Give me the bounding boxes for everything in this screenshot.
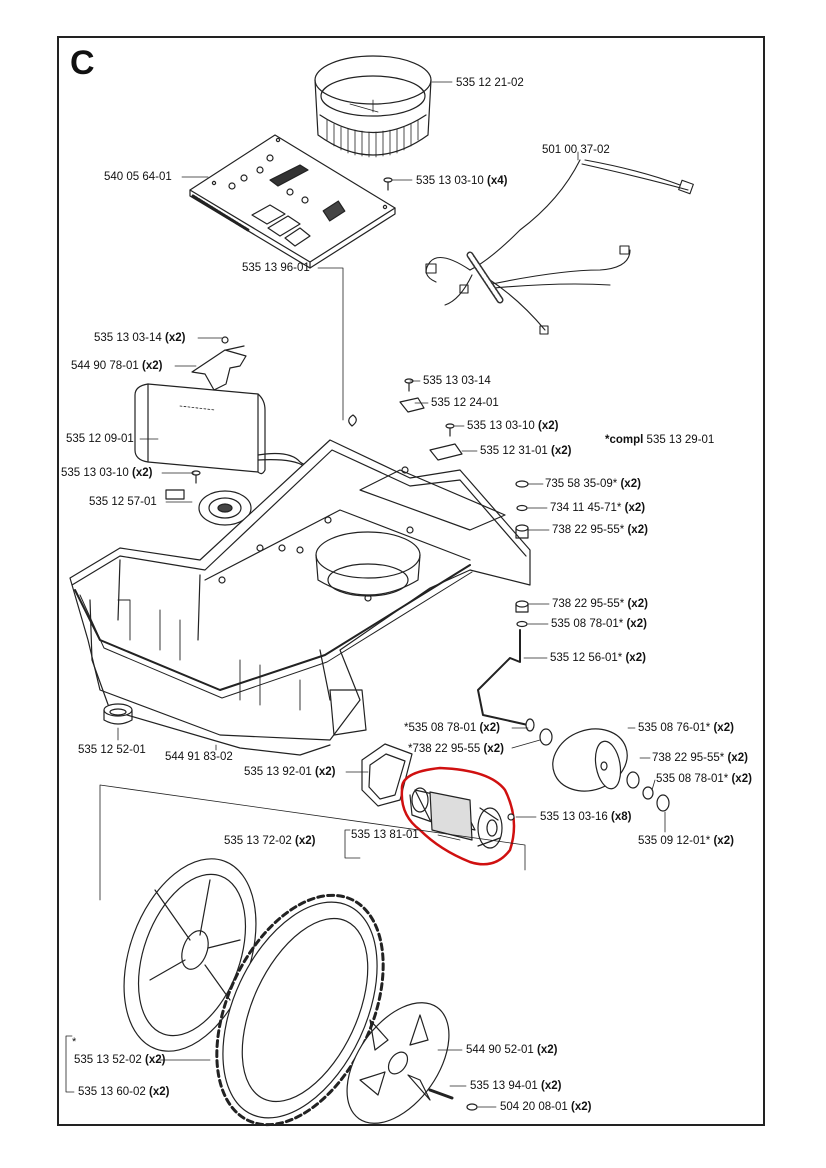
part-label: 544 90 78-01 (x2) (71, 360, 163, 372)
part-label: 535 12 31-01 (x2) (480, 445, 572, 457)
hub-plate (346, 1002, 478, 1124)
leader-lines (65, 81, 666, 1108)
part-label: 535 12 09-01 (66, 433, 134, 445)
part-label: 535 12 52-01 (78, 744, 146, 756)
part-label: *535 08 78-01 (x2) (404, 722, 500, 734)
part-label: 734 11 45-71* (x2) (550, 502, 646, 514)
part-label: 535 13 52-02 (x2) (74, 1054, 166, 1066)
part-label: 504 20 08-01 (x2) (500, 1101, 592, 1113)
part-label: 738 22 95-55* (x2) (552, 524, 648, 536)
wire-harness (425, 159, 694, 335)
part-label: 535 13 96-01 (242, 262, 310, 274)
part-label: 535 13 03-14 (423, 375, 491, 387)
circuit-board (189, 134, 396, 269)
part-label: *738 22 95-55 (x2) (408, 743, 504, 755)
small-brackets (399, 397, 463, 461)
part-label: 535 08 78-01* (x2) (656, 773, 752, 785)
part-label: 535 12 56-01* (x2) (550, 652, 646, 664)
top-cover-ring (314, 55, 432, 158)
part-label: 535 12 24-01 (431, 397, 499, 409)
part-label: 535 13 94-01 (x2) (470, 1080, 562, 1092)
main-chassis (69, 439, 531, 756)
part-label: 735 58 35-09* (x2) (545, 478, 641, 490)
part-label: 738 22 95-55* (x2) (552, 598, 648, 610)
wheel-motor (409, 787, 503, 849)
part-label: 535 12 21-02 (456, 77, 524, 89)
complete-assembly-note: *compl 535 13 29-01 (605, 434, 715, 446)
part-label: 738 22 95-55* (x2) (652, 752, 748, 764)
part-label: 535 13 03-14 (x2) (94, 332, 186, 344)
part-label: 535 13 03-10 (x2) (467, 420, 559, 432)
asterisk-marker: * (72, 1036, 77, 1048)
part-label: 501 00 37-02 (542, 144, 610, 156)
bumper-foot (103, 703, 133, 725)
part-label: 544 91 83-02 (165, 751, 233, 763)
part-label: 535 13 92-01 (x2) (244, 766, 336, 778)
part-label: 544 90 52-01 (x2) (466, 1044, 558, 1056)
part-label: 535 13 60-02 (x2) (78, 1086, 170, 1098)
part-label: 535 13 03-10 (x4) (416, 175, 508, 187)
part-label: 535 13 72-02 (x2) (224, 835, 316, 847)
battery-pack (134, 383, 331, 475)
battery-bracket (191, 336, 247, 391)
part-label: 540 05 64-01 (104, 171, 172, 183)
diagram-frame (57, 36, 765, 1126)
speaker (165, 489, 252, 526)
part-label: 535 08 78-01* (x2) (551, 618, 647, 630)
part-label: 535 13 03-10 (x2) (61, 467, 153, 479)
motor-gasket (361, 743, 413, 807)
section-letter: C (70, 44, 95, 82)
part-label: 535 12 57-01 (89, 496, 157, 508)
part-label: 535 13 81-01 (351, 829, 419, 841)
part-label: 535 13 03-16 (x8) (540, 811, 632, 823)
front-wheel (552, 728, 670, 812)
part-label: 535 08 76-01* (x2) (638, 722, 734, 734)
part-label: 535 09 12-01* (x2) (638, 835, 734, 847)
